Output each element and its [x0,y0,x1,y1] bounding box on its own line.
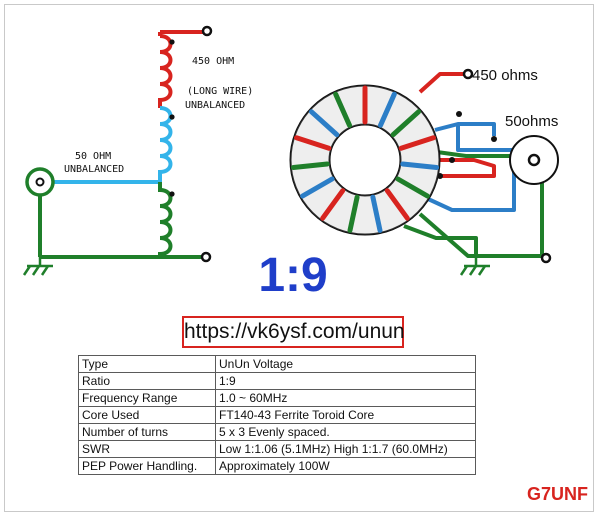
green-shield-lead [403,224,478,256]
green-ground-lead [418,174,544,258]
phase-dot [169,191,175,197]
label-long-wire: (LONG WIRE) [187,86,253,97]
label-450-ohm: 450 OHM [192,56,234,67]
winding-turn [390,109,421,138]
spec-key: Core Used [78,406,216,424]
spec-key: PEP Power Handling. [78,457,216,475]
ratio-title: 1:9 [258,249,328,302]
winding-turn [294,135,332,151]
spec-value: 1:9 [215,372,476,390]
ground-symbol [22,257,53,276]
winding-turn [395,176,430,199]
spec-key: Frequency Range [78,389,216,407]
spec-key: Ratio [78,372,216,390]
image-frame [4,4,594,512]
cyan-winding [158,106,173,182]
hi-z-toroid-lead [418,72,464,94]
label-50-ohm: 50 OHM [75,151,111,162]
winding-turn [333,91,352,128]
ground-terminal [200,251,212,263]
winding-turn [370,194,383,233]
winding-turn [400,161,440,170]
winding-turn [320,188,346,221]
winding-turn [347,194,360,233]
spec-value: 5 x 3 Evenly spaced. [215,423,476,441]
spec-value: Low 1:1.06 (5.1MHz) High 1:1.7 (60.0MHz) [215,440,476,458]
hi-z-terminal [201,25,213,37]
table-row: PEP Power Handling.Approximately 100W [78,457,476,475]
winding-turn [309,109,340,138]
author-callsign: G7UNF [526,484,588,504]
spec-key: Type [78,355,216,373]
winding-turn [290,161,330,170]
spec-key: SWR [78,440,216,458]
red-crossover [432,158,496,178]
winding-turn [384,188,410,221]
spec-value: 1.0 ~ 60MHz [215,389,476,407]
winding-turn [300,176,335,199]
red-winding [158,34,173,108]
label-unbalanced-hi: UNBALANCED [185,100,245,111]
cyan-tap [434,122,496,136]
green-winding [158,182,173,257]
toroid-hi-z-terminal [462,68,474,80]
spec-key: Number of turns [78,423,216,441]
winding-turn [398,135,436,151]
unun-diagram: 450 OHM (LONG WIRE) UNBALANCED 50 OHM UN… [22,25,559,276]
toroid-ground-symbol [459,256,490,276]
phase-dot [169,114,175,120]
label-450-ohms: 450 ohms [472,67,538,84]
url-link[interactable]: https://vk6ysf.com/unun [182,316,405,348]
winding-turn [378,91,397,128]
label-unbalanced-lo: UNBALANCED [64,164,124,175]
phase-dot [169,39,175,45]
green-to-center [436,150,528,158]
label-50-ohms: 50ohms [505,113,558,130]
spec-value: UnUn Voltage [215,355,476,373]
spec-value: Approximately 100W [215,457,476,475]
spec-value: FT140-43 Ferrite Toroid Core [215,406,476,424]
toroid-turns [290,85,440,233]
